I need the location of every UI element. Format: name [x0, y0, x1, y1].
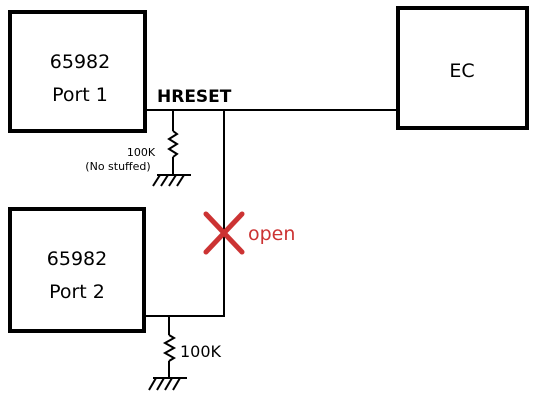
resistor-bottom — [162, 316, 177, 378]
port2-port-label: Port 2 — [49, 281, 105, 303]
port1-port-label: Port 1 — [52, 84, 108, 106]
ec-label: EC — [449, 60, 474, 82]
resistor-bottom-value: 100K — [180, 342, 222, 361]
ground-bottom-icon — [148, 377, 187, 391]
open-label: open — [248, 223, 295, 245]
resistor-top — [167, 110, 179, 175]
open-cross-icon — [203, 211, 245, 255]
resistor-top-value: 100K — [127, 146, 156, 159]
port2-block — [8, 207, 146, 333]
port1-block — [8, 10, 147, 133]
resistor-top-note: (No stuffed) — [85, 160, 150, 173]
ground-top-icon — [152, 174, 191, 187]
hreset-net-label: HRESET — [157, 87, 232, 107]
port2-chip-label: 65982 — [47, 248, 107, 270]
port1-chip-label: 65982 — [50, 51, 110, 73]
ec-block — [396, 6, 529, 130]
